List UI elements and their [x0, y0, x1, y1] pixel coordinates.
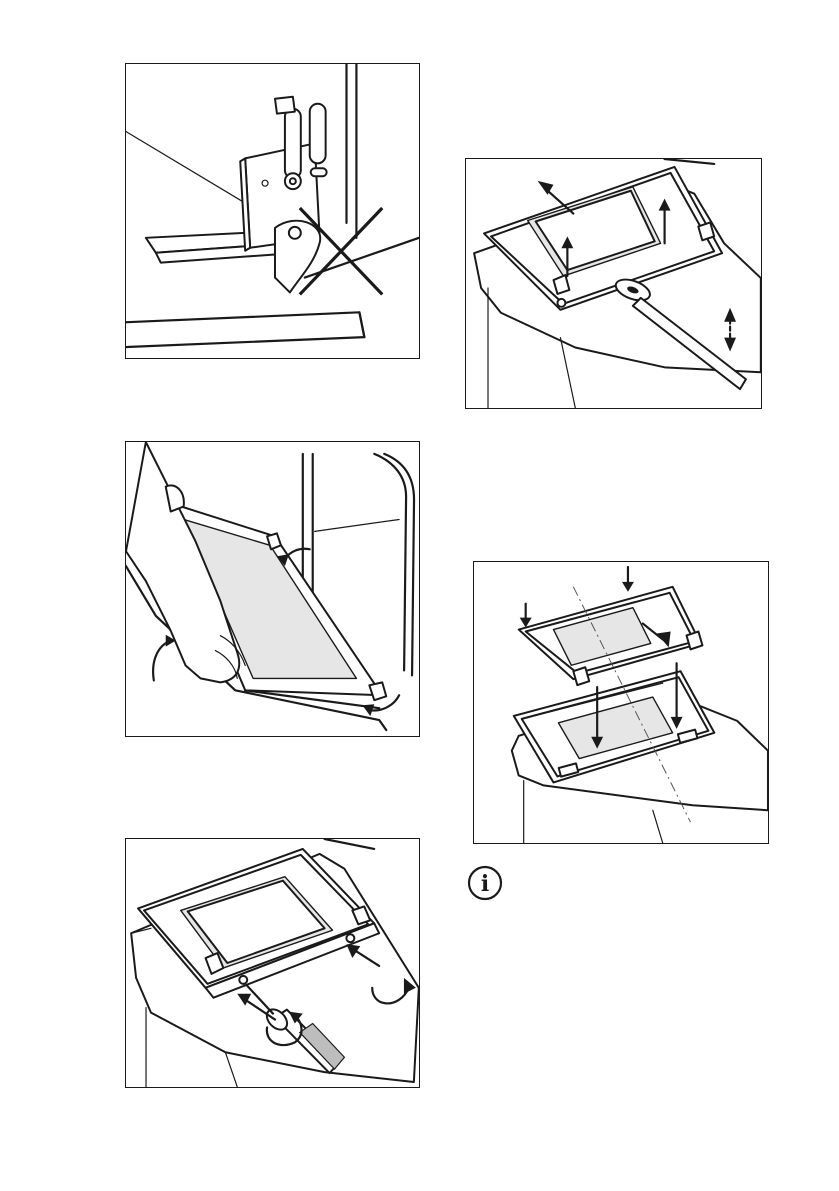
glass-refit-illustration [474, 562, 768, 843]
info-icon: i [467, 865, 503, 901]
info-glyph: i [481, 871, 489, 897]
figure-hinge-lever [125, 63, 420, 359]
figure-door-tilt [125, 441, 420, 737]
hinge-lever-illustration [126, 64, 419, 358]
door-tilt-illustration [126, 442, 419, 736]
door-screws-illustration [126, 839, 419, 1087]
figure-glass-lift [465, 158, 762, 409]
figure-door-screws [125, 838, 420, 1088]
figure-glass-refit [473, 561, 769, 844]
glass-lift-illustration [466, 159, 761, 408]
